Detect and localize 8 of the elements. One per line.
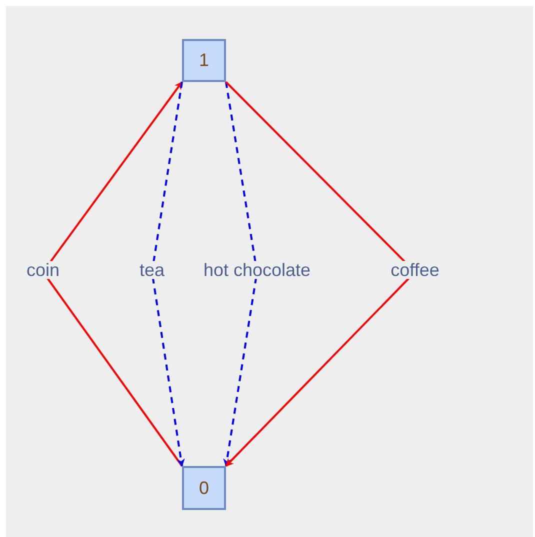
arrow [150,82,185,467]
edge-label: coin [26,261,60,279]
edge-label: coffee [390,261,440,279]
edge-label: tea [139,261,165,279]
arrow [223,82,258,467]
edge-label: hot chocolate [203,261,311,279]
state-box: 1 [182,39,226,82]
state-box: 0 [182,466,226,510]
